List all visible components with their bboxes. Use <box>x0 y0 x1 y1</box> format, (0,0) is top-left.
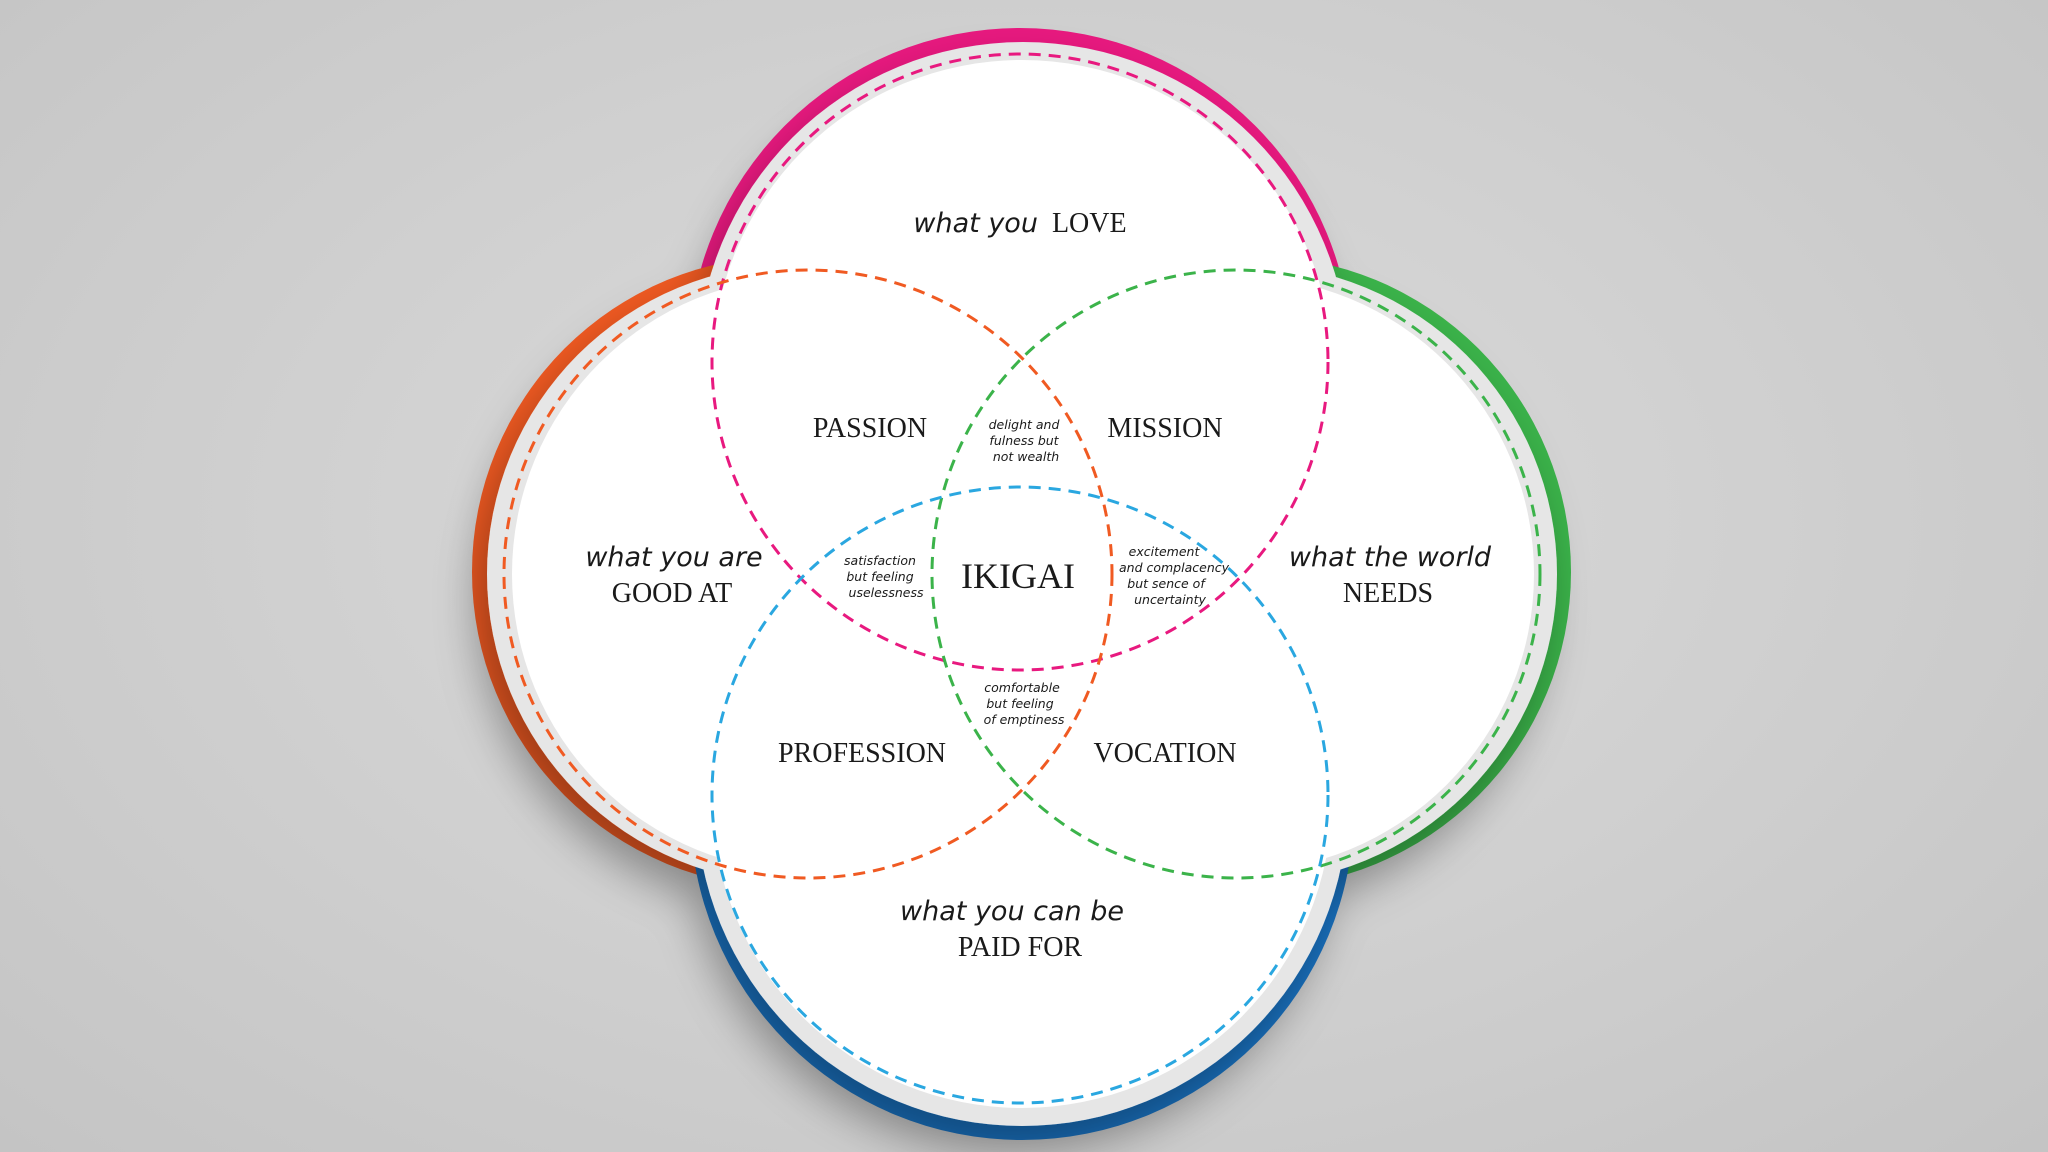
label-world-needs-line2: NEEDS <box>1343 578 1433 609</box>
circle-love <box>710 52 1330 672</box>
note-left: satisfaction but feeling uselessness <box>844 553 924 600</box>
label-good-at-line1: what you are <box>585 542 762 573</box>
label-profession: PROFESSION <box>778 738 946 769</box>
circle-good-at <box>502 268 1114 880</box>
label-ikigai: IKIGAI <box>961 556 1075 596</box>
note-top: delight and fulness but not wealth <box>989 417 1064 464</box>
inner-white <box>512 60 1534 1108</box>
note-bottom: comfortable but feeling of emptiness <box>984 680 1065 727</box>
label-paid-for-line1: what you can be <box>900 896 1124 927</box>
label-vocation: VOCATION <box>1093 738 1236 769</box>
label-passion: PASSION <box>813 413 927 444</box>
venn-circles <box>502 52 1542 1105</box>
label-good-at-line2: GOOD AT <box>612 578 733 609</box>
intersection-labels: PASSION MISSION PROFESSION VOCATION IKIG… <box>778 413 1237 769</box>
label-paid-for-line2: PAID FOR <box>958 932 1083 963</box>
label-mission: MISSION <box>1107 413 1222 444</box>
notes: delight and fulness but not wealth satis… <box>844 417 1233 727</box>
circle-world-needs <box>930 268 1542 880</box>
note-right: excitement and complacency but sence of … <box>1119 544 1233 607</box>
circle-paid-for <box>710 485 1330 1105</box>
label-world-needs-line1: what the world <box>1289 542 1492 573</box>
